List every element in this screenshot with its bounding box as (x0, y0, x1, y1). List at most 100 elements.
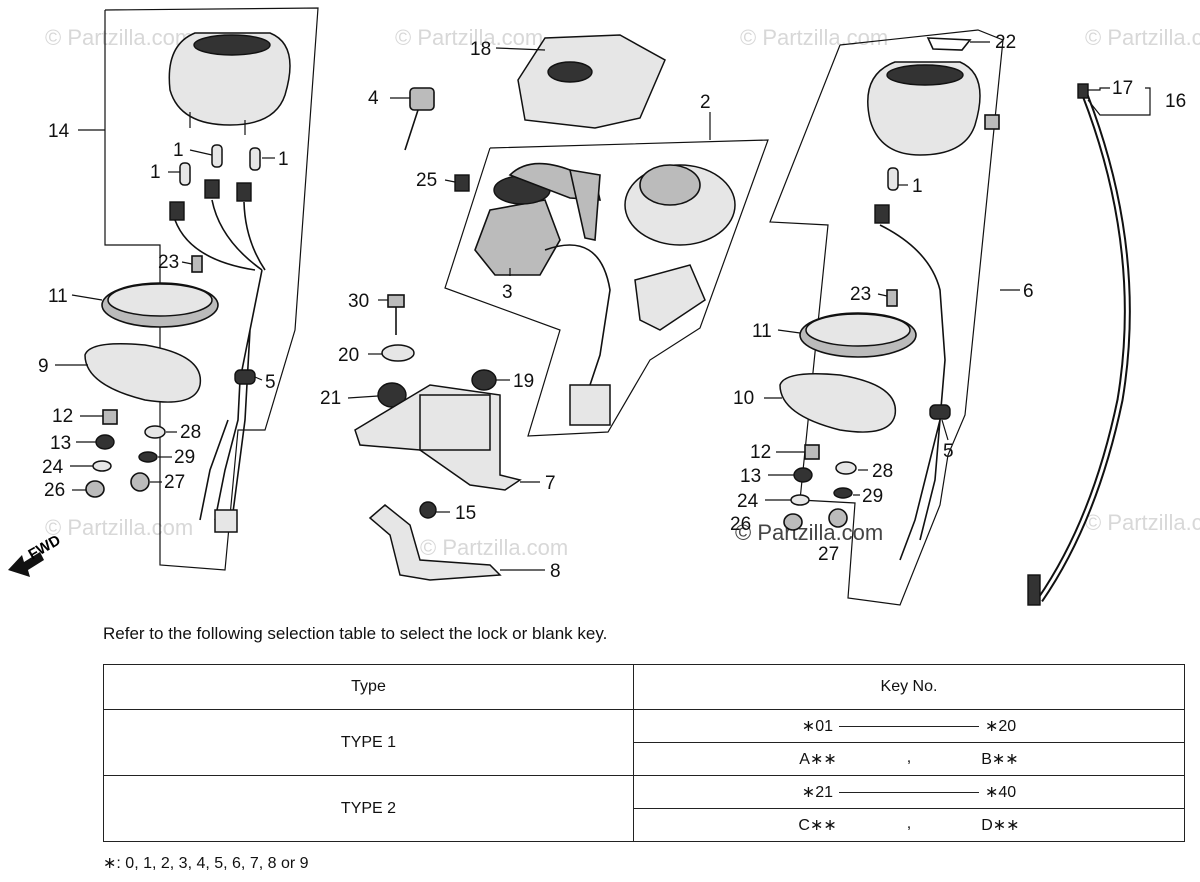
cover-hole (547, 61, 593, 83)
callout: 5 (943, 441, 954, 462)
callout: 14 (48, 121, 70, 142)
nut (804, 444, 820, 460)
callout: 1 (173, 140, 184, 161)
gauge-face (193, 34, 271, 56)
washer (92, 460, 112, 472)
callout: 23 (850, 284, 871, 305)
nut (419, 501, 437, 519)
callout: 21 (320, 388, 341, 409)
nut (102, 409, 118, 425)
callout: 12 (750, 442, 771, 463)
screw (191, 255, 203, 273)
callout: 13 (740, 466, 761, 487)
range-end: ∗20 (985, 718, 1017, 735)
callout: 9 (38, 356, 49, 377)
bulb-socket (236, 182, 252, 202)
callout: 16 (1165, 91, 1186, 112)
header-key-no: Key No. (633, 664, 1185, 710)
callout: 3 (502, 282, 513, 303)
blank-key (568, 169, 601, 241)
alt-key-b: D∗∗ (981, 817, 1020, 834)
assembly-outline (104, 7, 319, 571)
bulb (211, 144, 223, 168)
wire-harness (174, 199, 266, 521)
washer (833, 487, 853, 499)
meter-stay (368, 504, 502, 581)
callout-numbers: 14 1 1 1 23 11 9 5 12 13 24 26 28 29 27 … (38, 32, 1186, 582)
grommet (471, 369, 497, 391)
callout: 26 (44, 480, 65, 501)
key-range-cell: ∗01 ∗20 (633, 709, 1185, 743)
fwd-arrow-icon (8, 552, 44, 577)
bulb-socket (169, 201, 185, 221)
callout: 11 (48, 286, 68, 307)
callout: 19 (513, 371, 534, 392)
alt-sep: , (906, 815, 912, 832)
callout: 15 (455, 503, 476, 524)
callout: 17 (1112, 78, 1133, 99)
left-speedometer-assembly (84, 7, 319, 571)
table-header-row: Type Key No. (103, 664, 1185, 710)
watermark: © Partzilla.com (45, 515, 193, 540)
assembly-outline (769, 29, 1004, 606)
footnote: ∗: 0, 1, 2, 3, 4, 5, 6, 7, 8 or 9 (103, 855, 309, 872)
range-line (839, 791, 979, 793)
callout: 10 (733, 388, 754, 409)
watermark: © Partzilla.com (1085, 25, 1200, 50)
alt-sep: , (906, 749, 912, 766)
callout: 28 (872, 461, 893, 482)
callout: 24 (737, 491, 759, 512)
fwd-arrow: FWD (8, 532, 64, 577)
instruction-text: Refer to the following selection table t… (103, 624, 608, 643)
assembly-outline (444, 139, 769, 437)
table-row: C∗∗ , D∗∗ (104, 808, 1185, 842)
center-ignition-assembly (354, 34, 769, 581)
speedometer-gauge (168, 32, 291, 126)
table-row: TYPE 2 ∗21 ∗40 (103, 775, 1185, 842)
bulb-socket (874, 204, 890, 224)
gauge-case (84, 343, 202, 403)
callout: 12 (52, 406, 73, 427)
table-row: TYPE 1 ∗01 ∗20 (103, 709, 1185, 776)
washer (381, 344, 415, 362)
key-alt-cell: A∗∗ , B∗∗ (633, 742, 1185, 776)
bulb (887, 167, 899, 191)
washer (835, 461, 857, 475)
bulb-socket (204, 179, 220, 199)
alt-key-a: C∗∗ (798, 817, 837, 834)
callout-leaders (55, 41, 1151, 571)
callout: 11 (752, 321, 772, 342)
grommet (234, 369, 256, 385)
callout: 20 (338, 345, 359, 366)
washer (790, 494, 810, 506)
washer (144, 425, 166, 439)
callout: 30 (348, 291, 369, 312)
range-start: ∗01 (801, 718, 833, 735)
meter-decal (926, 37, 972, 51)
callout: 1 (912, 176, 923, 197)
cap-nut (783, 513, 803, 531)
cable-fitting (984, 114, 1000, 130)
key-blade (404, 109, 419, 151)
watermark: © Partzilla.com (45, 25, 193, 50)
parts-diagram: © Partzilla.com © Partzilla.com © Partzi… (8, 7, 1200, 606)
range-start: ∗21 (801, 784, 833, 801)
callout: 13 (50, 433, 71, 454)
range-end: ∗40 (985, 784, 1017, 801)
callout: 8 (550, 561, 561, 582)
bolt-head (387, 294, 405, 308)
nut (95, 434, 115, 450)
callout: 29 (862, 486, 883, 507)
washer (138, 451, 158, 463)
watermark: © Partzilla.com (735, 520, 883, 545)
bracket-plate (419, 394, 491, 451)
callout: 29 (174, 447, 195, 468)
watermark: © Partzilla.com (395, 25, 543, 50)
alt-key-a: A∗∗ (799, 751, 837, 768)
ignition-cover (517, 34, 666, 129)
cap-lock-core (639, 164, 701, 206)
callout: 27 (818, 544, 839, 565)
bezel-inner (805, 313, 911, 347)
screw (454, 174, 470, 192)
callout: 18 (470, 39, 491, 60)
